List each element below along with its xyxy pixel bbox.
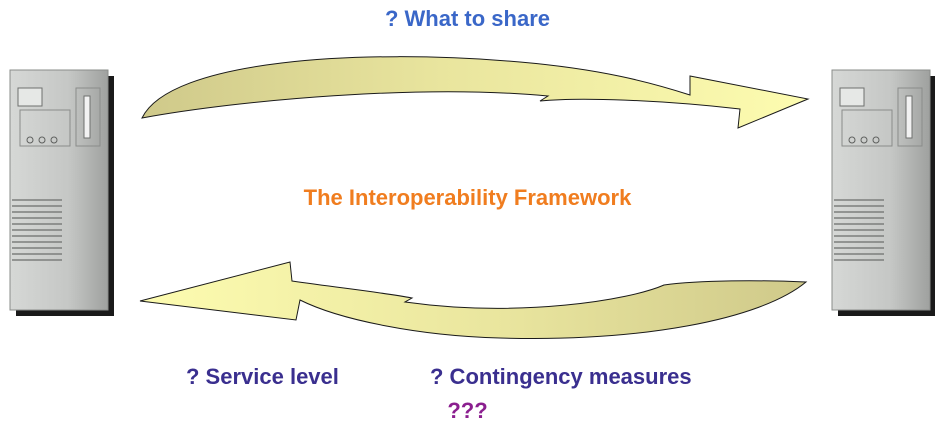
curved-arrow-right-icon bbox=[141, 56, 810, 129]
left-server-icon bbox=[9, 69, 114, 316]
contingency-measures-label: ? Contingency measures bbox=[430, 364, 692, 389]
what-to-share-label: ? What to share bbox=[384, 6, 550, 31]
service-level-label: ? Service level bbox=[186, 364, 339, 389]
framework-title: The Interoperability Framework bbox=[303, 185, 632, 210]
unknown-items-label: ??? bbox=[447, 398, 488, 423]
right-server-icon bbox=[831, 69, 935, 316]
curved-arrow-left-icon bbox=[139, 261, 808, 339]
